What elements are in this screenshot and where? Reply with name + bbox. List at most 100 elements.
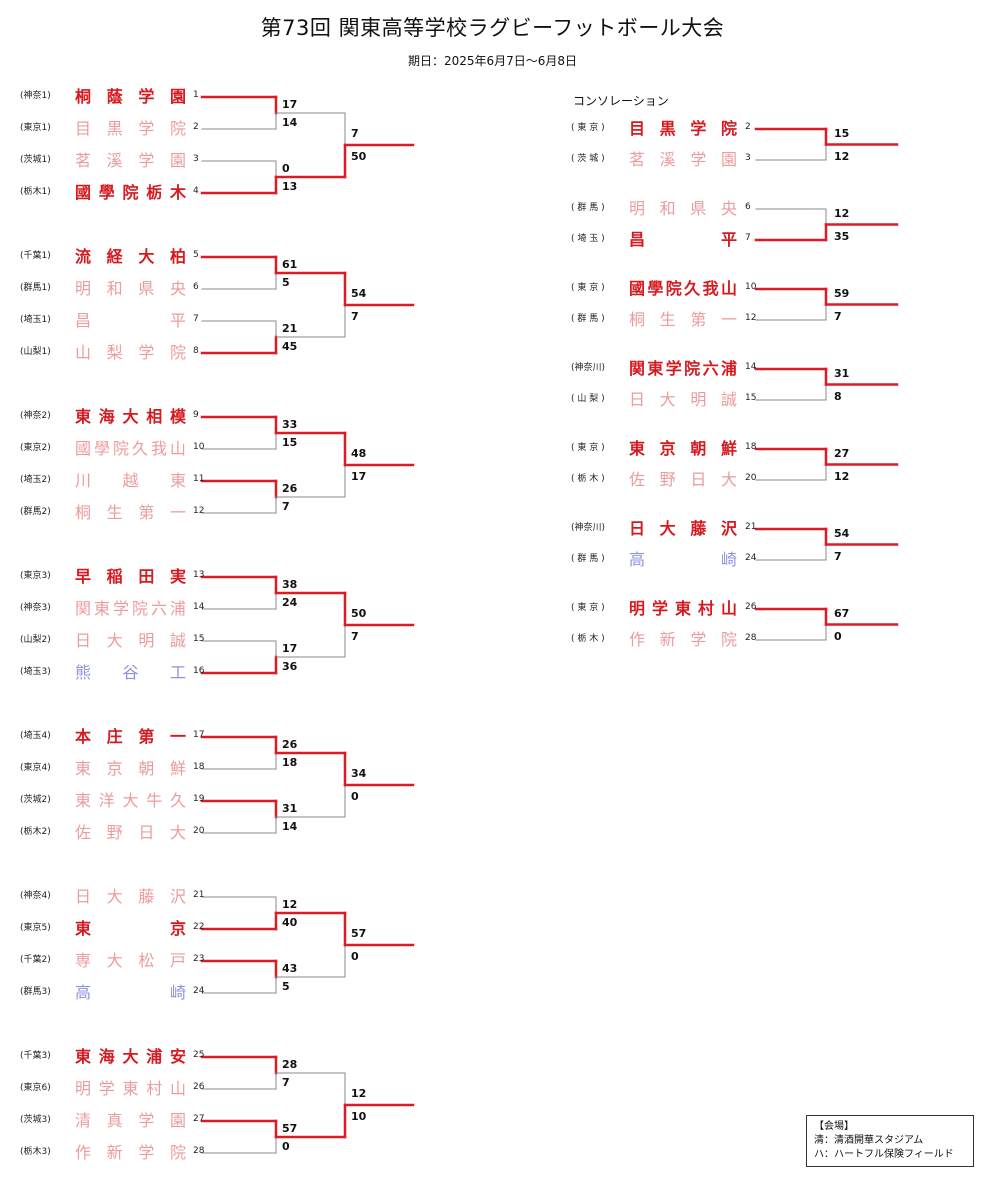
- team-name-char: 庄: [106, 727, 123, 746]
- team-name-char: 明: [75, 1079, 92, 1098]
- team-name-char: 誠: [169, 631, 186, 650]
- score: 15: [834, 126, 850, 140]
- team-name-char: 学: [138, 151, 155, 170]
- team-name-char: 桐: [629, 310, 646, 329]
- prefecture-seed: (東京3): [20, 571, 51, 581]
- score: 12: [282, 898, 298, 911]
- team-name-char: 平: [720, 230, 737, 249]
- team-name-char: 梨: [106, 343, 123, 362]
- team-name-char: 學: [93, 439, 110, 458]
- score: 7: [351, 630, 359, 643]
- team-name-char: 久: [131, 439, 148, 458]
- team-name-char: 村: [146, 1079, 163, 1098]
- team-name: 高崎: [629, 550, 737, 570]
- score: 28: [282, 1058, 298, 1071]
- prefecture-seed: (山梨1): [20, 347, 51, 357]
- team-name-char: 六: [150, 599, 167, 618]
- team-name-char: 明: [629, 599, 646, 618]
- prefecture-seed: (栃木1): [20, 187, 51, 197]
- team-name-char: 工: [169, 663, 186, 682]
- team-name: 桐蔭学園: [75, 87, 186, 107]
- draw-number: 7: [193, 314, 199, 324]
- team-name-char: 學: [98, 183, 115, 202]
- score: 21: [282, 322, 298, 335]
- team-name-char: 崎: [720, 550, 737, 569]
- team-name-char: 高: [75, 983, 92, 1002]
- team-name-char: 田: [138, 567, 155, 586]
- team-name-char: 院: [131, 599, 148, 618]
- prefecture: ( 東 京 ): [571, 603, 605, 613]
- score: 26: [282, 482, 298, 495]
- team-name: 佐野日大: [629, 470, 737, 490]
- team-name-char: 國: [629, 279, 646, 298]
- team-name-char: 平: [169, 311, 186, 330]
- score: 12: [834, 469, 850, 483]
- team-name-char: 園: [169, 87, 186, 106]
- draw-number: 22: [193, 922, 205, 932]
- team-name-char: 溪: [106, 151, 123, 170]
- score: 34: [351, 767, 367, 780]
- score: 18: [282, 756, 298, 769]
- prefecture-seed: (千葉3): [20, 1051, 51, 1061]
- prefecture: (神奈川): [571, 363, 606, 373]
- team-name-char: 県: [690, 199, 707, 218]
- team-name-char: 谷: [122, 663, 139, 682]
- venue-legend: 【会場】 清：清酒開華スタジアム ハ：ハートフル保険フィールド: [806, 1115, 974, 1167]
- team-name-char: 央: [720, 199, 737, 218]
- team-name-char: 東: [75, 1047, 92, 1066]
- prefecture-seed: (東京2): [20, 443, 51, 453]
- draw-number: 7: [745, 233, 751, 243]
- team-name: 専大松戸: [75, 951, 186, 971]
- team-name-char: 本: [75, 727, 92, 746]
- team-name-char: 我: [150, 439, 167, 458]
- draw-number: 6: [193, 282, 199, 292]
- draw-number: 17: [193, 730, 205, 740]
- team-name-char: 院: [112, 439, 129, 458]
- draw-number: 26: [193, 1082, 205, 1092]
- team-name-char: 目: [629, 119, 646, 138]
- draw-number: 13: [193, 570, 205, 580]
- team-name-char: 越: [122, 471, 139, 490]
- prefecture-seed: (群馬1): [20, 283, 51, 293]
- team-name-char: 學: [647, 279, 664, 298]
- score: 35: [834, 229, 850, 243]
- team-name-char: 学: [651, 599, 668, 618]
- team-name: 東京朝鮮: [629, 439, 737, 459]
- venue-line-2: ハ：ハートフル保険フィールド: [814, 1149, 954, 1160]
- team-name: 目黒学院: [75, 119, 186, 139]
- score: 17: [351, 470, 367, 483]
- team-name-char: 京: [659, 439, 676, 458]
- score: 8: [834, 389, 842, 403]
- team-name: 作新学院: [75, 1143, 186, 1163]
- team-name-char: 久: [169, 791, 186, 810]
- team-name-char: 大: [659, 390, 676, 409]
- team-name-char: 大: [659, 519, 676, 538]
- prefecture-seed: (栃木2): [20, 827, 51, 837]
- draw-number: 4: [193, 186, 199, 196]
- team-name-char: 生: [106, 503, 123, 522]
- team-name-char: 大: [106, 887, 123, 906]
- prefecture-seed: (茨城3): [20, 1115, 51, 1125]
- draw-number: 10: [745, 282, 757, 292]
- prefecture-seed: (東京1): [20, 123, 51, 133]
- score: 14: [282, 116, 298, 129]
- team-name-char: 松: [138, 951, 155, 970]
- prefecture-seed: (茨城2): [20, 795, 51, 805]
- draw-number: 20: [193, 826, 205, 836]
- prefecture-seed: (埼玉2): [20, 475, 51, 485]
- team-name-char: 六: [702, 359, 719, 378]
- team-name-char: 日: [629, 390, 646, 409]
- score: 15: [282, 436, 298, 449]
- team-name-char: 鮮: [169, 759, 186, 778]
- team-name-char: 黒: [659, 119, 676, 138]
- team-name-char: 和: [106, 279, 123, 298]
- team-name: 東海大相模: [75, 407, 186, 427]
- venue-line-1: 清：清酒開華スタジアム: [814, 1135, 924, 1146]
- team-name-char: 第: [138, 503, 155, 522]
- team-name-char: 山: [169, 439, 186, 458]
- prefecture-seed: (神奈2): [20, 411, 51, 421]
- prefecture-seed: (埼玉1): [20, 315, 51, 325]
- prefecture: ( 群 馬 ): [571, 314, 605, 324]
- team-name-char: 山: [720, 599, 737, 618]
- prefecture-seed: (栃木3): [20, 1147, 51, 1157]
